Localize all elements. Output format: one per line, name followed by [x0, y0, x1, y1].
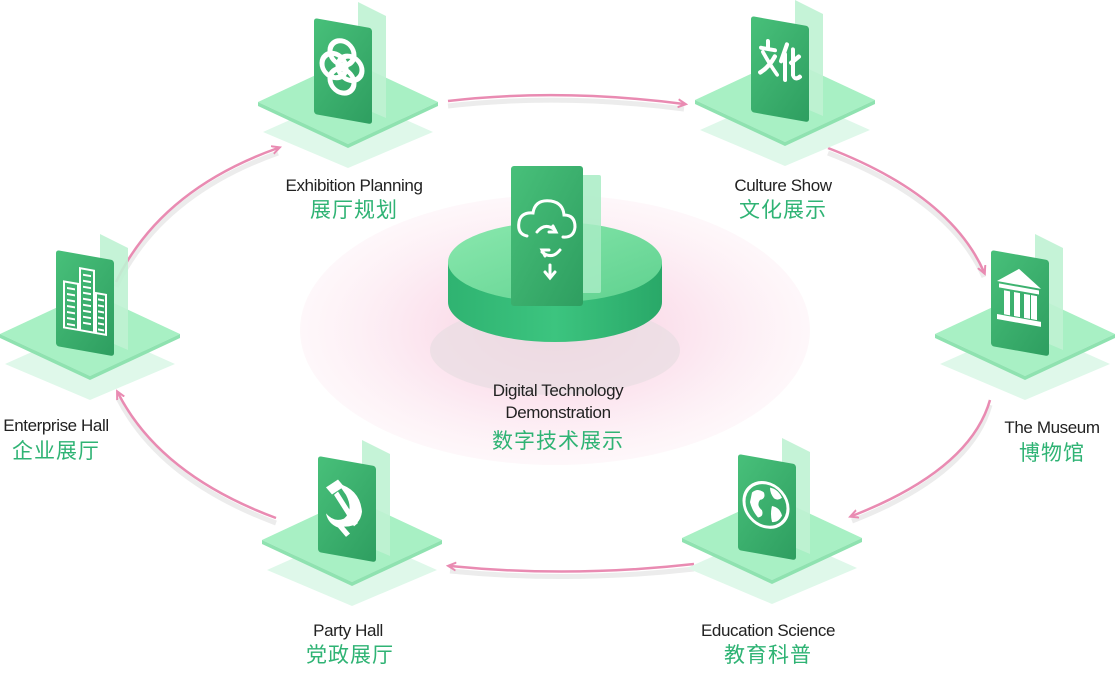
center-label-en-line1: Digital Technology — [492, 381, 624, 400]
globe-icon — [742, 481, 790, 529]
cloud-sync-icon — [517, 199, 577, 281]
node-card — [314, 18, 372, 124]
center-node[interactable] — [448, 166, 662, 342]
arrow-planning-to-culture — [447, 93, 684, 112]
culture-calligraphy-icon — [758, 38, 802, 83]
node-card — [751, 16, 809, 122]
outer-nodes — [0, 0, 1115, 606]
center-card — [511, 166, 601, 306]
center-label-zh: 数字技术展示 — [492, 430, 624, 453]
node-label-en-the-museum: The Museum — [1004, 418, 1100, 437]
node-label-zh-culture-show: 文化展示 — [739, 199, 827, 222]
arrow-party-to-enterprise — [115, 393, 277, 526]
node-card — [56, 250, 114, 356]
node-label-en-culture-show: Culture Show — [734, 176, 832, 195]
node-exhibition-planning[interactable] — [258, 2, 438, 168]
node-party-hall[interactable] — [262, 440, 442, 606]
arrow-museum-to-education — [852, 399, 993, 524]
interlocking-rings-icon — [319, 38, 365, 96]
center-label-en: Digital Technology Demonstration — [438, 380, 678, 424]
center-label-en-line2: Demonstration — [505, 403, 611, 422]
node-label-en-education-science: Education Science — [700, 621, 836, 640]
node-the-museum[interactable] — [935, 234, 1115, 400]
node-label-zh-party-hall: 党政展厅 — [306, 644, 394, 667]
museum-building-icon — [997, 268, 1041, 327]
node-label-en-party-hall: Party Hall — [313, 621, 383, 640]
node-education-science[interactable] — [682, 438, 862, 604]
node-card — [738, 454, 796, 560]
node-label-en-enterprise-hall: Enterprise Hall — [3, 416, 109, 435]
node-enterprise-hall[interactable] — [0, 234, 180, 400]
arrow-culture-to-museum — [827, 146, 987, 279]
office-buildings-icon — [63, 267, 107, 336]
hammer-sickle-icon — [326, 479, 362, 537]
node-card — [991, 250, 1049, 356]
node-card — [318, 456, 376, 562]
node-label-en-exhibition-planning: Exhibition Planning — [285, 176, 423, 195]
node-label-zh-education-science: 教育科普 — [724, 644, 812, 667]
node-label-zh-exhibition-planning: 展厅规划 — [310, 199, 398, 222]
arrow-education-to-party — [450, 564, 695, 580]
node-culture-show[interactable] — [695, 0, 875, 166]
arrow-enterprise-to-planning — [113, 148, 278, 289]
node-label-zh-enterprise-hall: 企业展厅 — [12, 440, 100, 463]
node-label-zh-the-museum: 博物馆 — [1019, 442, 1085, 465]
